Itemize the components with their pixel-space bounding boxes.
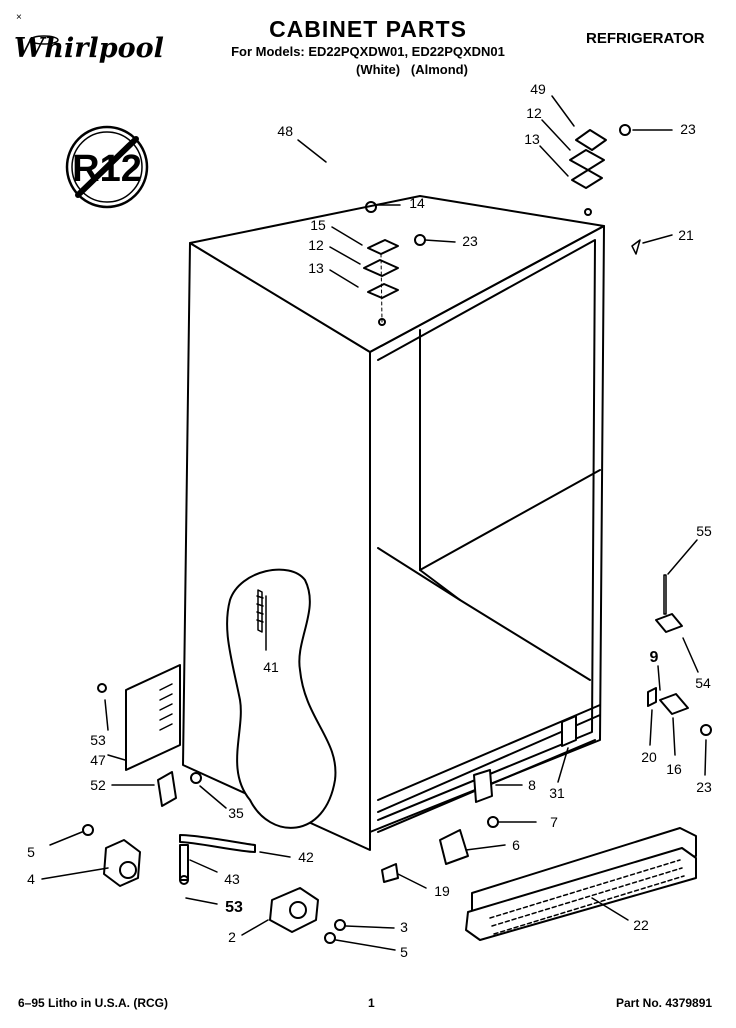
- callout-12-lower: 12: [308, 237, 324, 253]
- callout-53-upper: 53: [90, 732, 106, 748]
- callout-22: 22: [633, 917, 649, 933]
- callout-8: 8: [528, 777, 536, 793]
- models-line: For Models: ED22PQXDW01, ED22PQXDN01: [231, 44, 505, 59]
- callout-48: 48: [277, 123, 293, 139]
- callout-53-lower: 53: [225, 899, 243, 916]
- callout-20: 20: [641, 749, 657, 765]
- roller-bracket-parts: [647, 574, 712, 736]
- callout-55: 55: [696, 523, 712, 539]
- callout-5-bottom: 5: [400, 944, 408, 960]
- callout-3: 3: [400, 919, 408, 935]
- callout-23-top: 23: [680, 121, 696, 137]
- upper-hinge-right: [569, 124, 641, 255]
- color-variants: (White) (Almond): [356, 62, 468, 77]
- callout-49: 49: [530, 81, 546, 97]
- callout-15: 15: [310, 217, 326, 233]
- r12-badge: R12: [65, 125, 149, 209]
- callout-42: 42: [298, 849, 314, 865]
- callout-5-left: 5: [27, 844, 35, 860]
- lower-left-parts: [82, 664, 346, 944]
- whirlpool-logo: Whirlpool: [14, 33, 164, 64]
- toe-grille: [465, 827, 697, 941]
- color-almond: (Almond): [410, 62, 468, 77]
- upper-hinge-left: [363, 201, 426, 326]
- callout-2: 2: [228, 929, 236, 945]
- callout-31: 31: [549, 785, 565, 801]
- category-label: REFRIGERATOR: [586, 30, 705, 47]
- callout-41: 41: [263, 659, 279, 675]
- part-number: Part No. 4379891: [616, 996, 713, 1010]
- callout-54: 54: [695, 675, 711, 691]
- callout-23-hinge: 23: [462, 233, 478, 249]
- callout-35: 35: [228, 805, 244, 821]
- logo-oval: [29, 35, 59, 45]
- callout-6: 6: [512, 837, 520, 853]
- callout-21: 21: [678, 227, 694, 243]
- print-info: 6–95 Litho in U.S.A. (RCG): [18, 996, 169, 1010]
- callout-43: 43: [224, 871, 240, 887]
- color-white: (White): [356, 62, 401, 77]
- cabinet-shell: [182, 195, 605, 851]
- callout-47: 47: [90, 752, 106, 768]
- page-title: CABINET PARTS: [269, 16, 467, 42]
- callout-14: 14: [409, 195, 425, 211]
- callout-numbers: 48 49 12 13 23 21 14 15 12 13 23 55 54 9…: [27, 81, 712, 960]
- callout-13-lower: 13: [308, 260, 324, 276]
- callout-9: 9: [650, 649, 659, 666]
- callout-23-right: 23: [696, 779, 712, 795]
- corner-mark: ×: [16, 12, 22, 23]
- leader-lines: [41, 95, 707, 951]
- callout-4: 4: [27, 871, 35, 887]
- callout-13-upper: 13: [524, 131, 540, 147]
- callout-12-upper: 12: [526, 105, 542, 121]
- lower-center-parts: [381, 715, 577, 883]
- callout-16: 16: [666, 761, 682, 777]
- page-number: 1: [368, 996, 375, 1010]
- callout-52: 52: [90, 777, 106, 793]
- callout-7: 7: [550, 814, 558, 830]
- callout-19: 19: [434, 883, 450, 899]
